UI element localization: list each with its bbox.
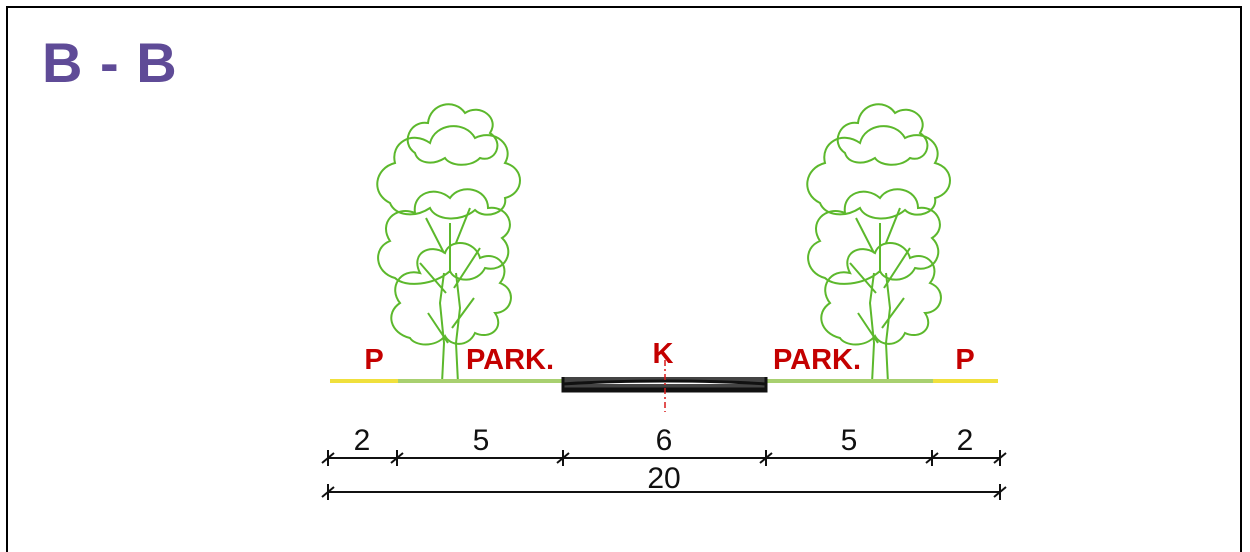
zone-label-park-right: PARK.	[773, 344, 861, 376]
zone-label-path-left: P	[364, 344, 383, 376]
tree-right-icon	[806, 103, 951, 384]
section-title: B - B	[42, 31, 178, 94]
dimension-park-left: 5	[473, 424, 490, 457]
zone-label-road: K	[653, 338, 674, 370]
zone-label-path-right: P	[955, 344, 974, 376]
drawing-frame	[6, 6, 1242, 552]
tree-left-icon	[376, 103, 521, 384]
dimension-ticks	[321, 450, 1007, 466]
dimension-path-left: 2	[354, 424, 371, 457]
dimension-road: 6	[656, 424, 673, 457]
dimension-total: 20	[647, 462, 680, 495]
zone-label-park-left: PARK.	[466, 344, 554, 376]
dimension-path-right: 2	[957, 424, 974, 457]
dimension-park-right: 5	[841, 424, 858, 457]
